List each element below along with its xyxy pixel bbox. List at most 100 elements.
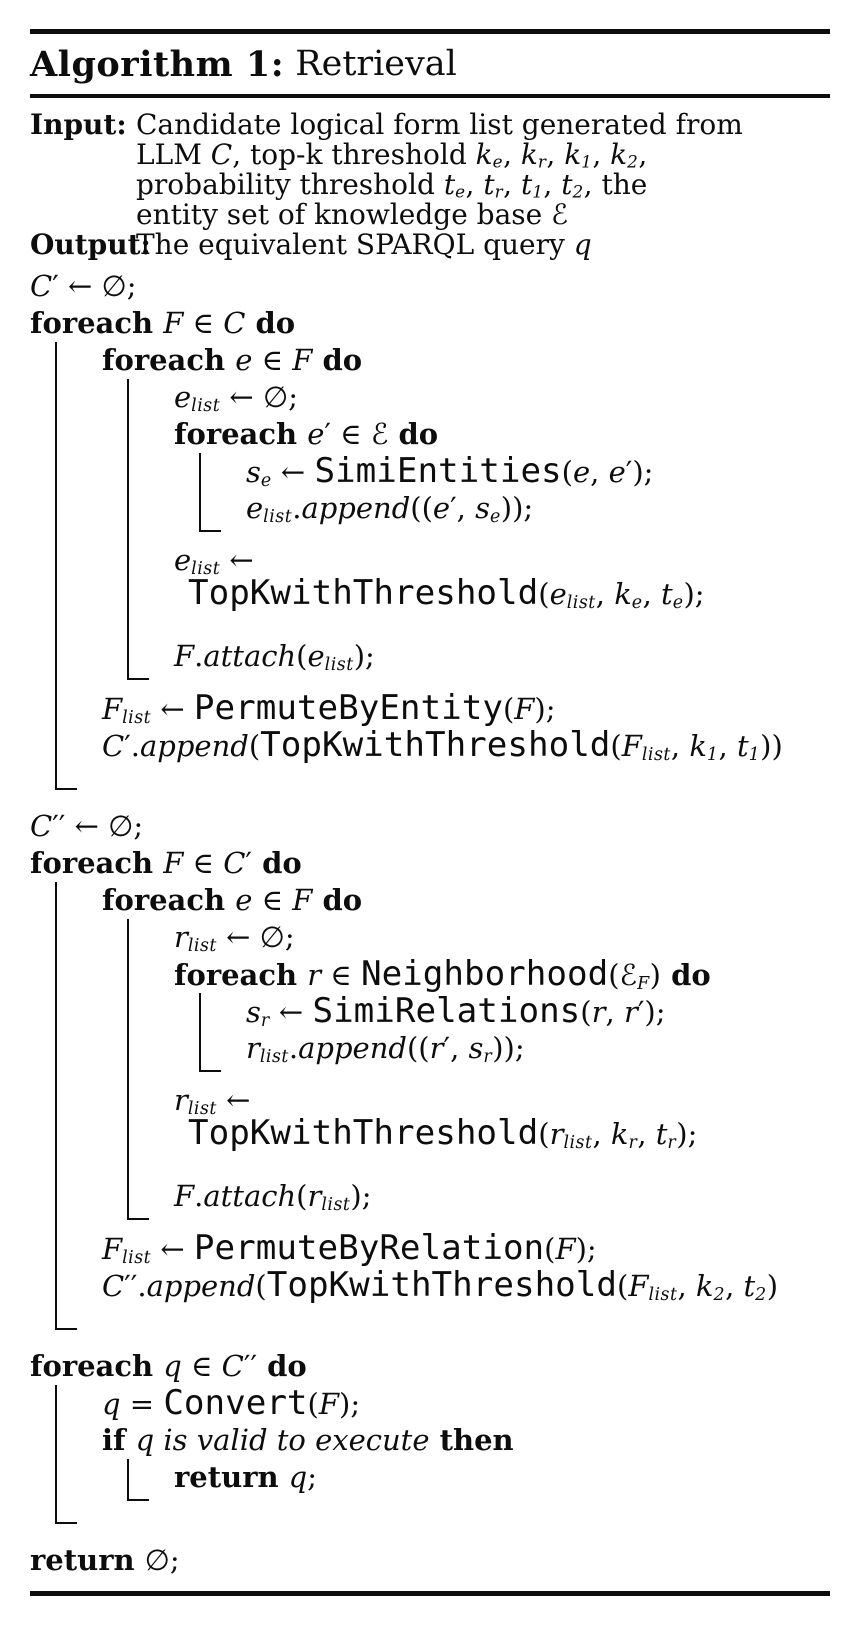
code-text: (( <box>406 1031 430 1065</box>
code-text: , <box>638 138 648 171</box>
algo-line: TopKwithThreshold(rlist, kr, tr); <box>188 1116 860 1153</box>
code-text: s <box>246 455 261 489</box>
code-text: Convert <box>163 1383 308 1423</box>
algo-line: se ← SimiEntities(e, e′); <box>246 453 860 491</box>
code-text: q <box>163 1349 182 1383</box>
code-text: ) <box>766 1269 779 1303</box>
top-rule <box>30 29 830 34</box>
code-text: )); <box>500 491 534 525</box>
code-text: foreach <box>30 306 164 340</box>
algo-block: rlist ← ∅;foreach r ∈ Neighborhood(ℰF) d… <box>127 919 860 1220</box>
code-text: ← ∅; <box>216 920 295 954</box>
code-text: ∈ <box>183 846 224 880</box>
code-text: do <box>245 306 296 340</box>
code-text: do <box>252 846 302 880</box>
algo-line: TopKwithThreshold(elist, ke, te); <box>188 576 860 613</box>
code-text: q is valid to execute <box>135 1423 430 1457</box>
code-text: 2 <box>572 181 584 202</box>
code-text: ′ ∈ <box>324 417 371 451</box>
code-text: 1 <box>748 744 761 765</box>
code-text: e <box>672 592 684 613</box>
code-text: foreach <box>30 846 164 880</box>
code-text: e <box>492 151 504 172</box>
code-text: r <box>549 1117 564 1151</box>
code-text: ( <box>610 729 622 763</box>
algo-line: F.attach(rlist); <box>174 1178 860 1215</box>
code-text: ); <box>534 692 556 726</box>
code-text: ← <box>271 455 315 489</box>
code-text: SimiRelations <box>312 991 581 1031</box>
code-text: ) <box>649 958 661 992</box>
code-text: ( <box>580 995 592 1029</box>
algo-line: Flist ← PermuteByRelation(F); <box>102 1228 860 1268</box>
code-text: foreach <box>174 958 308 992</box>
code-text: ← <box>151 692 194 726</box>
code-text: , <box>595 577 615 611</box>
code-text: ); <box>676 1117 698 1151</box>
code-text: attach <box>203 639 297 673</box>
code-text: r <box>537 151 547 172</box>
code-text: F <box>318 1387 339 1421</box>
code-text: ( <box>608 958 620 992</box>
code-text: ( <box>538 577 550 611</box>
code-text: , <box>605 995 624 1029</box>
code-text: k <box>610 1117 629 1151</box>
code-text: list <box>191 558 221 579</box>
io-line: entity set of knowledge base ℰ <box>136 200 743 230</box>
algo-line: return q; <box>174 1459 860 1496</box>
code-text: ℰ <box>370 417 389 451</box>
code-text: , <box>503 168 521 201</box>
code-text: ′ <box>245 846 253 880</box>
code-text: , <box>718 729 737 763</box>
algo-line: elist ← ∅; <box>174 379 860 416</box>
code-text: e <box>235 343 253 377</box>
code-text: list <box>324 654 354 675</box>
algorithm-title: Retrieval <box>284 44 457 84</box>
code-text: t <box>443 168 456 201</box>
code-text: list <box>566 592 596 613</box>
code-text: F <box>621 729 642 763</box>
code-text: entity set of knowledge base <box>136 198 552 231</box>
code-text: ∈ <box>321 958 361 992</box>
spacer <box>30 1534 860 1542</box>
code-text: r <box>174 1083 188 1117</box>
algo-line: rlist ← <box>174 1082 860 1119</box>
code-text: q <box>102 1387 121 1421</box>
code-text: . <box>292 491 302 525</box>
code-text: list <box>563 1132 593 1153</box>
code-text: ′′. <box>124 1269 147 1303</box>
code-text: LLM <box>136 138 211 171</box>
code-text: list <box>641 744 671 765</box>
code-text: 2 <box>713 1284 726 1305</box>
code-text: e <box>549 577 567 611</box>
bottom-rule <box>30 1591 830 1596</box>
code-text: ( <box>307 1387 319 1421</box>
code-text: C <box>223 846 246 880</box>
code-text: PermuteByRelation <box>193 1228 545 1268</box>
input-colon: : <box>116 108 127 141</box>
algo-block: sr ← SimiRelations(r, r′);rlist.append((… <box>199 993 860 1072</box>
code-text: ℰ <box>551 198 569 231</box>
code-text: ( <box>616 1269 629 1303</box>
code-text: , <box>677 1269 696 1303</box>
input-label: Input <box>30 108 117 141</box>
code-text: e <box>235 883 253 917</box>
code-text: C <box>30 809 53 843</box>
code-text: 2 <box>627 151 639 172</box>
code-text: ′); <box>637 995 666 1029</box>
code-text: F <box>292 883 313 917</box>
code-text: ′, <box>443 1031 469 1065</box>
code-text: append <box>140 729 249 763</box>
algo-line: foreach F ∈ C do <box>30 305 860 342</box>
code-text: ′′ <box>243 1349 258 1383</box>
code-text: q <box>288 1460 308 1494</box>
algo-line: elist.append((e′, se)); <box>246 490 860 527</box>
algo-line: foreach r ∈ Neighborhood(ℰF) do <box>174 956 860 994</box>
code-text: s <box>468 1031 484 1065</box>
code-text: ′. <box>124 729 141 763</box>
code-text: list <box>321 1194 351 1215</box>
io-line: LLM C, top-k threshold ke, kr, k1, k2, <box>136 138 743 172</box>
